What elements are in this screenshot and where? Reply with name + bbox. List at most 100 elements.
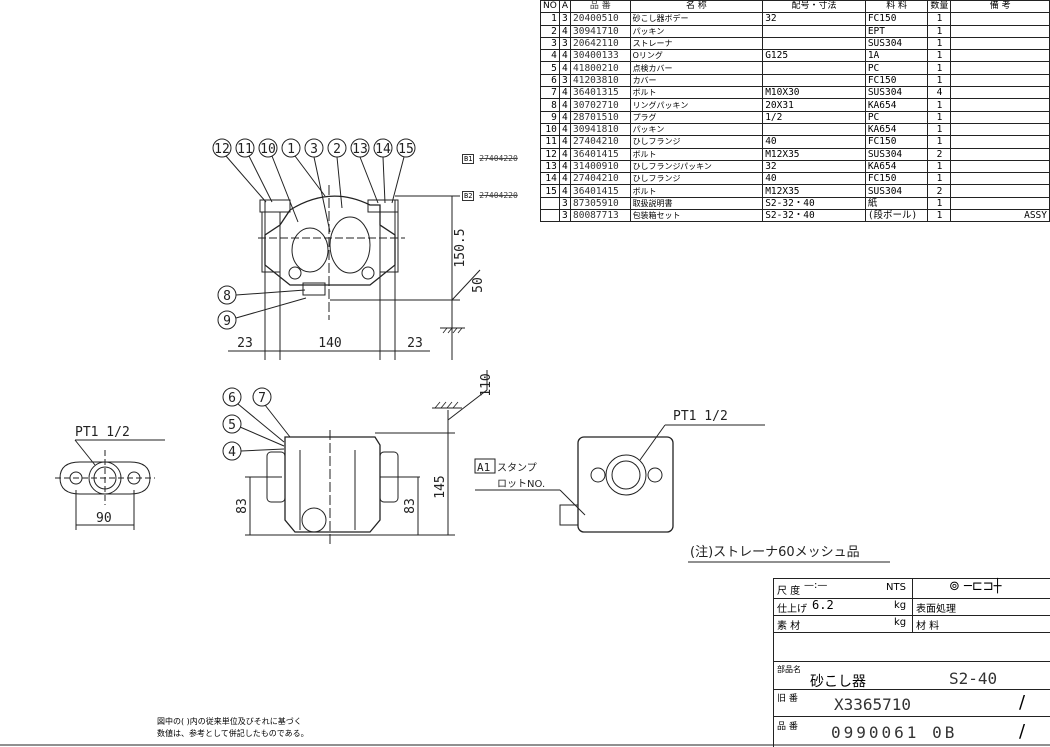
- cell-name: 包装箱セット: [629, 209, 764, 223]
- surface-label: 表面処理: [916, 604, 956, 615]
- dim-140: 140: [318, 336, 341, 351]
- cell-a: 4: [558, 61, 572, 75]
- cell-qty: 1: [927, 49, 952, 63]
- cell-part: 27404210: [570, 135, 631, 149]
- cell-name: Oリング: [629, 49, 764, 63]
- cell-size: M12X35: [762, 184, 866, 198]
- balloon-8: 8: [223, 289, 231, 304]
- right-view: PT1 1/2 A1 スタンプ ロットNO.: [474, 409, 765, 533]
- part-name-label: 部品名: [777, 665, 801, 674]
- cell-remark: [950, 73, 1050, 88]
- cell-no: 10: [540, 122, 560, 137]
- cell-qty: 1: [927, 196, 952, 211]
- balloon-3: 3: [310, 142, 318, 157]
- header-part-no: 品 番: [570, 0, 631, 14]
- cell-remark: [950, 61, 1050, 75]
- cell-size: 40: [762, 135, 866, 149]
- cell-material: PC: [864, 61, 929, 75]
- cell-material: FC150: [864, 135, 929, 149]
- cell-a: 4: [558, 24, 572, 38]
- cell-material: SUS304: [864, 36, 929, 51]
- cell-remark: [950, 172, 1050, 186]
- cell-name: ボルト: [629, 184, 764, 198]
- lot-label: ロットNO.: [497, 479, 545, 490]
- flange-view: PT1 1/2 90: [55, 425, 165, 530]
- cell-no: 12: [540, 147, 560, 161]
- cell-no: 8: [540, 98, 560, 112]
- cell-remark: [950, 12, 1050, 26]
- balloon-1: 1: [287, 142, 295, 157]
- cell-a: 4: [558, 86, 572, 100]
- cell-material: SUS304: [864, 184, 929, 198]
- cell-a: 3: [558, 73, 572, 88]
- cell-no: 3: [540, 36, 560, 51]
- old-number: X3365710: [834, 695, 912, 714]
- cell-a: 4: [558, 122, 572, 137]
- cell-qty: 1: [927, 24, 952, 38]
- cell-material: FC150: [864, 73, 929, 88]
- cell-size: [762, 36, 866, 51]
- cell-part: 28701510: [570, 110, 631, 124]
- dim-50: 50: [471, 277, 486, 293]
- cell-remark: [950, 24, 1050, 38]
- cell-remark: [950, 122, 1050, 137]
- dim-23-right: 23: [407, 336, 423, 351]
- cell-part: 30941810: [570, 122, 631, 137]
- cell-a: 3: [558, 36, 572, 51]
- cell-size: [762, 73, 866, 88]
- dim-110: 110: [479, 373, 494, 396]
- dim-150-5: 150.5: [453, 228, 468, 267]
- cell-a: 3: [558, 196, 572, 211]
- cell-a: 3: [558, 209, 572, 223]
- front-view: [228, 185, 481, 360]
- cell-a: 4: [558, 110, 572, 124]
- raw-material-label: 素 材: [777, 621, 801, 632]
- cell-a: 4: [558, 147, 572, 161]
- cell-qty: 2: [927, 184, 952, 198]
- cell-qty: 1: [927, 12, 952, 26]
- cell-part: 30400133: [570, 49, 631, 63]
- cell-qty: 1: [927, 172, 952, 186]
- stamp-mark: A1: [477, 461, 490, 474]
- cell-name: ストレーナ: [629, 36, 764, 51]
- cell-no: 5: [540, 61, 560, 75]
- cell-no: 1: [540, 12, 560, 26]
- cell-qty: 1: [927, 73, 952, 88]
- side-view-balloons: 6 7 5 4 110 145 83 83: [222, 373, 494, 514]
- cell-remark: [950, 49, 1050, 63]
- finish-weight: 6.2: [812, 598, 834, 612]
- cell-name: ボルト: [629, 86, 764, 100]
- cell-part: 36401415: [570, 147, 631, 161]
- cell-no: 11: [540, 135, 560, 149]
- cell-material: SUS304: [864, 147, 929, 161]
- cell-no: [540, 209, 560, 223]
- balloon-4: 4: [228, 445, 236, 460]
- strainer-note: (注)ストレーナ60メッシュ品: [690, 545, 860, 560]
- cell-part: 30941710: [570, 24, 631, 38]
- cell-a: 4: [558, 135, 572, 149]
- footnote: 図中の( )内の従来単位及びそれに基づく 数値は、参考として併記したものである。: [157, 716, 309, 740]
- cell-size: 20X31: [762, 98, 866, 112]
- header-qty: 数量: [927, 0, 952, 14]
- cell-material: KA654: [864, 98, 929, 112]
- cell-name: 点検カバー: [629, 61, 764, 75]
- cell-part: 36401315: [570, 86, 631, 100]
- cell-size: 32: [762, 159, 866, 174]
- cell-no: 6: [540, 73, 560, 88]
- cell-size: M12X35: [762, 147, 866, 161]
- cell-part: 31400910: [570, 159, 631, 174]
- side-view: [245, 370, 488, 545]
- cell-a: 4: [558, 49, 572, 63]
- kg-unit: kg: [894, 617, 907, 628]
- scale-label: 尺 度: [777, 586, 801, 597]
- revision-mark: B2: [462, 191, 475, 201]
- cell-size: S2-32・40: [762, 196, 866, 211]
- cell-remark: [950, 110, 1050, 124]
- cell-remark: [950, 184, 1050, 198]
